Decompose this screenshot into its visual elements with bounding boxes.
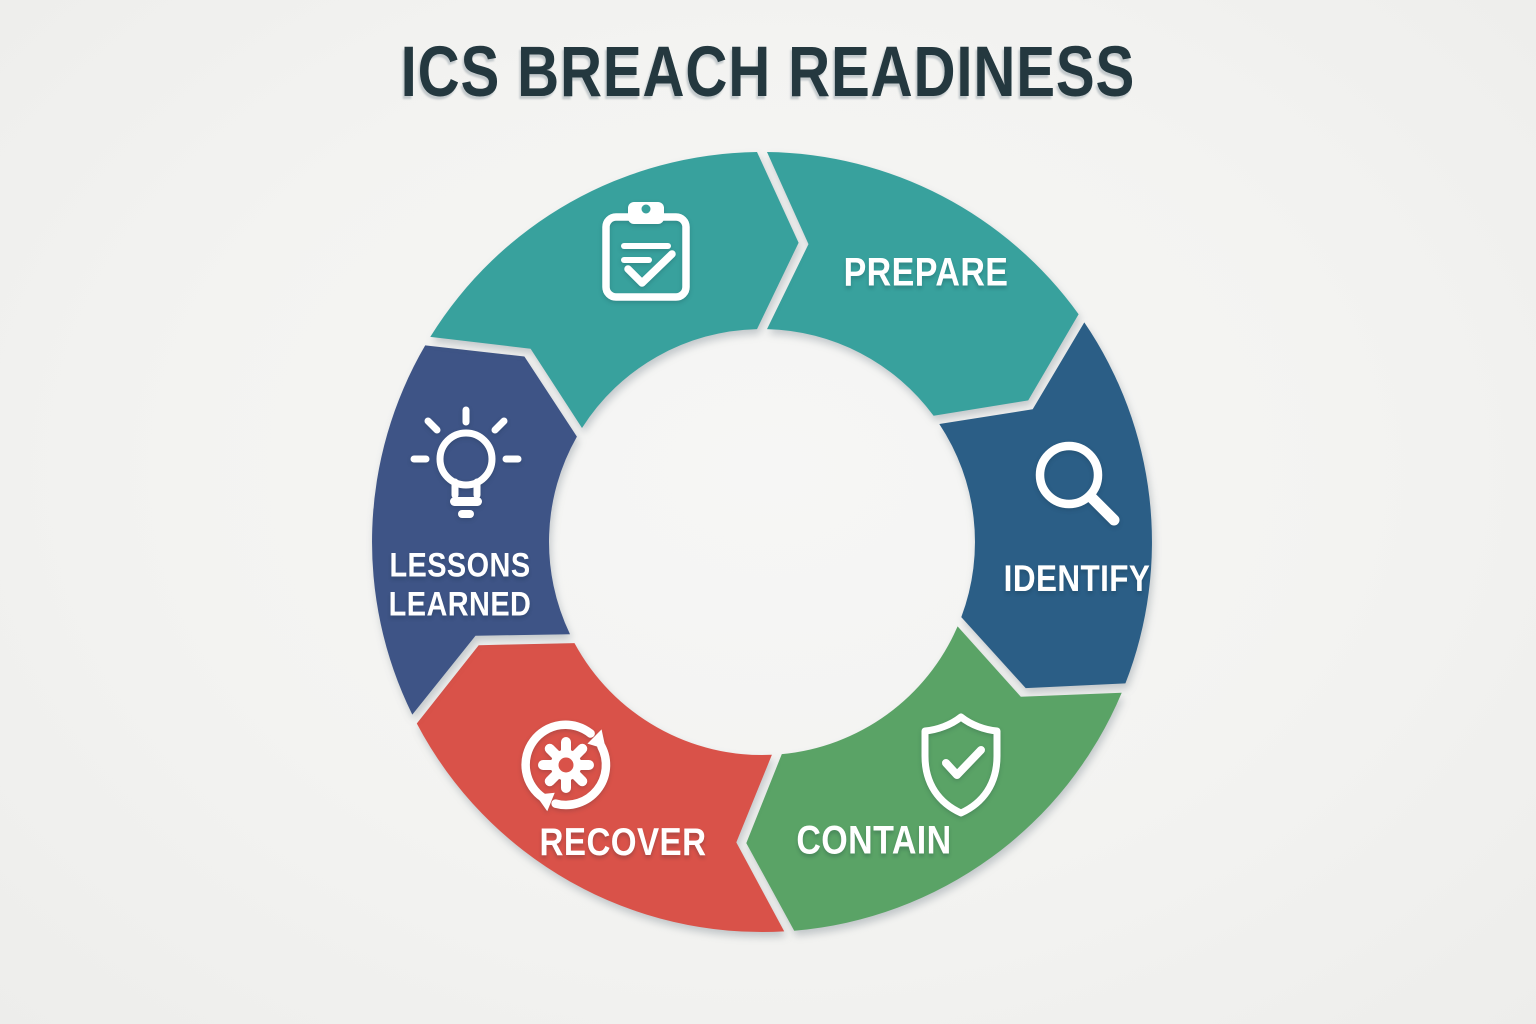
cycle-segments: [372, 152, 1152, 933]
refresh-arrowhead-top: [587, 729, 606, 750]
prepare-icon-arc-segment: [430, 152, 799, 428]
cycle-step-icons: [410, 202, 1120, 817]
bulb-ray-upper-left: [424, 417, 441, 434]
segment-label-text: PREPARE: [843, 250, 1009, 295]
segment-label-text: CONTAIN: [796, 818, 952, 863]
magnifier-icon: [1035, 441, 1120, 526]
segment-label-text: RECOVER: [539, 821, 707, 864]
page-title: ICS BREACH READINESS: [0, 33, 1536, 112]
lightbulb-icon: [410, 406, 522, 518]
shield-outline: [921, 713, 1001, 817]
page-title-text: ICS BREACH READINESS: [400, 33, 1136, 112]
refresh-arc-left: [521, 720, 595, 803]
clipboard-clip-hole: [641, 204, 651, 214]
bulb-globe: [436, 429, 496, 489]
segment-label-recover: RECOVER: [540, 821, 707, 865]
bulb-base: [450, 497, 482, 506]
checklist-checkmark: [624, 250, 676, 287]
magnifier-lens: [1035, 441, 1103, 509]
segment-label-lessons-learned: LESSONS LEARNED: [389, 547, 532, 626]
shield-checkmark: [942, 746, 985, 779]
magnifier-handle: [1085, 491, 1120, 526]
lessons-arc-segment: [372, 345, 577, 715]
segment-label-identify: IDENTIFY: [1004, 558, 1151, 600]
bulb-ray-upper-right: [491, 417, 508, 434]
segment-label-prepare: PREPARE: [844, 251, 1009, 296]
segment-label-text: IDENTIFY: [1003, 558, 1151, 599]
segment-label-text-line1: LESSONS: [389, 546, 531, 585]
refresh-arrowhead-bottom: [535, 792, 555, 812]
refresh-arc-right: [551, 741, 611, 810]
bulb-base-nub: [458, 510, 474, 518]
gear-refresh-icon: [521, 720, 611, 812]
clipboard-check-icon: [602, 202, 690, 301]
shield-check-icon: [921, 713, 1001, 817]
identify-arc-segment: [939, 322, 1152, 689]
contain-arc-segment: [746, 626, 1122, 931]
gear-hole: [558, 757, 574, 773]
segment-label-contain: CONTAIN: [796, 819, 951, 864]
prepare-label-arc-segment: [767, 152, 1079, 416]
segment-label-text-line2: LEARNED: [388, 586, 532, 624]
